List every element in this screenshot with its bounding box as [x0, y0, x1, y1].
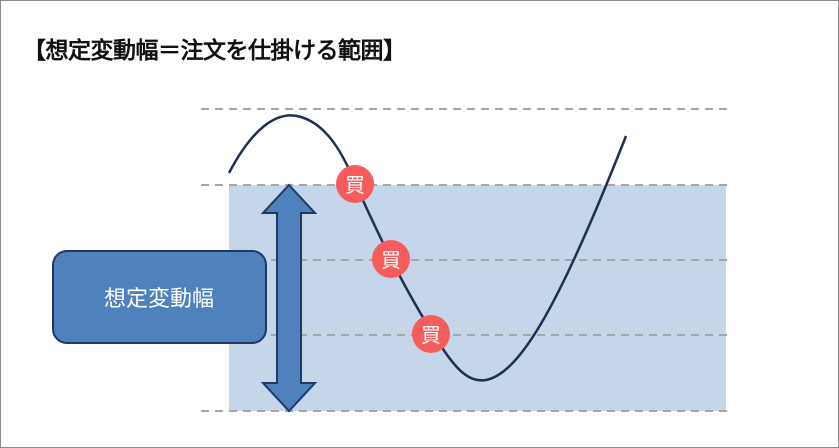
buy-marker: 買 — [372, 240, 410, 278]
diagram-title: 【想定変動幅＝注文を仕掛ける範囲】 — [23, 38, 406, 64]
range-label: 想定変動幅 — [104, 287, 214, 312]
price-curve — [227, 114, 628, 382]
buy-marker-label: 買 — [421, 323, 441, 347]
double-arrow-icon — [260, 183, 318, 413]
buy-marker: 買 — [412, 315, 450, 353]
expected-range-area — [229, 185, 726, 411]
buy-marker-label: 買 — [345, 173, 365, 197]
buy-marker-label: 買 — [381, 248, 401, 272]
buy-marker: 買 — [336, 165, 374, 203]
range-label-box — [52, 250, 267, 344]
